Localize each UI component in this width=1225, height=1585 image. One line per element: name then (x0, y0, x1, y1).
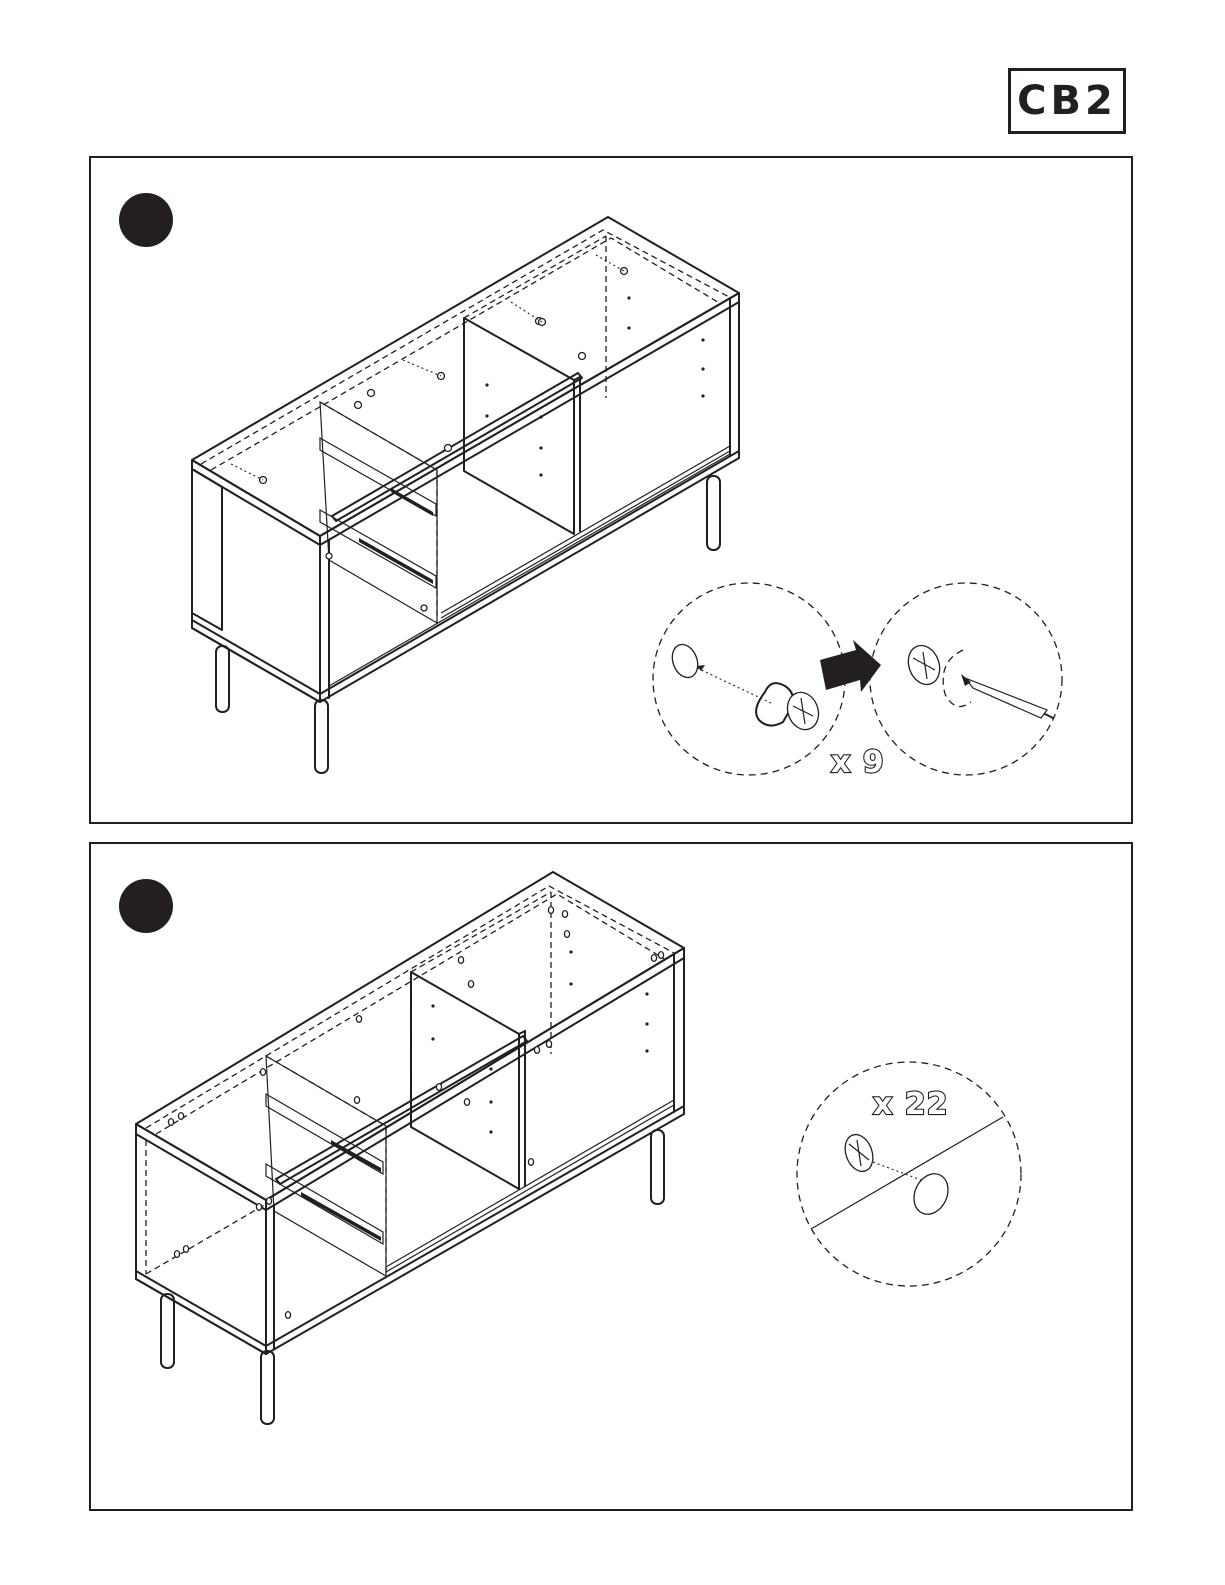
legs (216, 476, 720, 773)
screw-cap-detail: x 22 (797, 1062, 1021, 1286)
panel-holes (326, 296, 705, 611)
cam-lock-detail: x 9 (653, 583, 1062, 780)
cam-positions (231, 255, 628, 484)
brand-logo: CB2 (1008, 68, 1126, 134)
step-1-panel: x 9 (89, 156, 1133, 824)
step-1-quantity: x 9 (831, 745, 885, 780)
screw-cap-icon (840, 1131, 877, 1176)
cam-lock-icon (756, 683, 824, 734)
cabinet-drawing (136, 872, 684, 1424)
step-2-illustration: x 22 (91, 844, 1131, 1509)
step-2-panel: x 22 (89, 842, 1133, 1511)
step-1-illustration: x 9 (91, 158, 1131, 822)
screw-holes (168, 907, 663, 1319)
screw-cap-view (903, 641, 1053, 718)
step-2-quantity: x 22 (873, 1087, 949, 1122)
cabinet-drawing (192, 217, 739, 773)
brand-name: CB2 (1017, 78, 1117, 124)
legs (161, 1130, 664, 1424)
